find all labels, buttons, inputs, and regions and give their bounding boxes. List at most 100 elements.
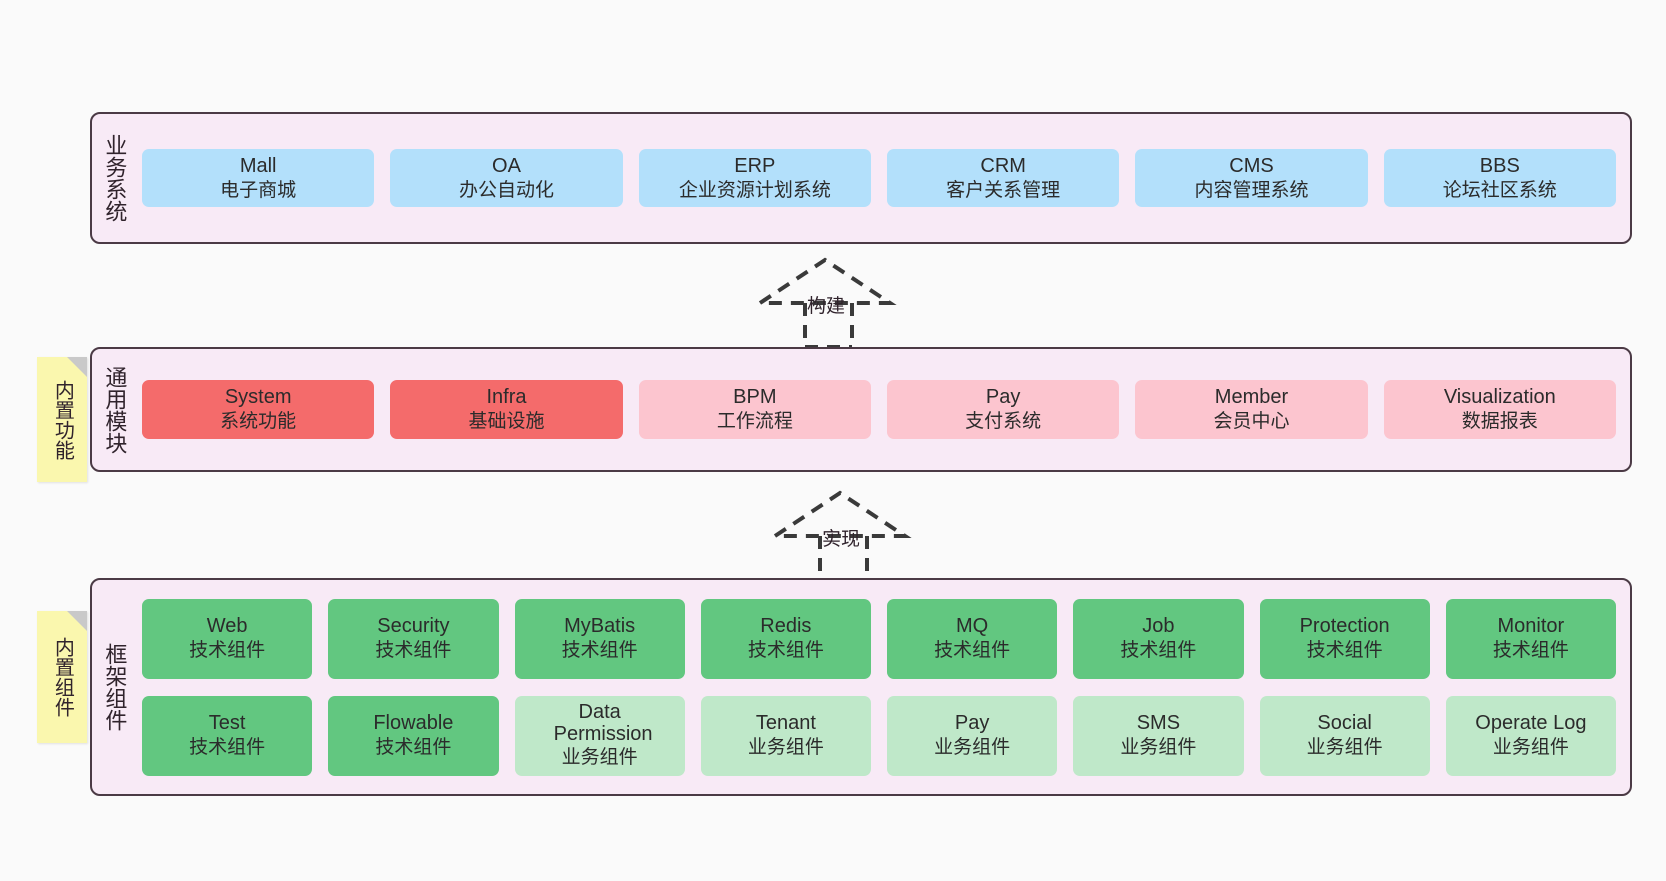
- node-title: OA: [492, 154, 521, 177]
- node-title: Job: [1142, 615, 1175, 638]
- node-title: ERP: [734, 154, 776, 177]
- node-row: Mall 电子商城 OA 办公自动化 ERP 企业资源计划系统 CRM 客户关系…: [142, 148, 1616, 208]
- node-title: Redis: [760, 615, 812, 638]
- node-subtitle: 业务组件: [934, 737, 1011, 759]
- node-subtitle: 技术组件: [747, 640, 824, 662]
- sticky-fold-corner-icon: [67, 357, 87, 377]
- connector-implement-label: 实现: [822, 529, 861, 550]
- node-title: CMS: [1229, 154, 1274, 177]
- node-subtitle: 数据报表: [1461, 411, 1538, 433]
- node-row: Web 技术组件 Security 技术组件 MyBatis 技术组件 Redi…: [142, 598, 1616, 679]
- node-subtitle: 业务组件: [1492, 737, 1569, 759]
- node-security[interactable]: Security 技术组件: [328, 598, 499, 679]
- node-web[interactable]: Web 技术组件: [142, 598, 313, 679]
- node-title: BBS: [1479, 154, 1520, 177]
- node-job[interactable]: Job 技术组件: [1073, 598, 1244, 679]
- node-subtitle: 业务组件: [561, 746, 638, 768]
- sticky-note-text: 内置功能: [51, 379, 74, 460]
- layer-business-system: 业务系统 Mall 电子商城 OA 办公自动化 ERP 企业资源计划系统 CRM…: [90, 112, 1632, 244]
- node-title: Visualization: [1443, 386, 1556, 409]
- node-title: Flowable: [373, 712, 454, 735]
- node-subtitle: 支付系统: [965, 411, 1042, 433]
- node-subtitle: 客户关系管理: [946, 179, 1061, 201]
- node-system[interactable]: System 系统功能: [142, 380, 375, 439]
- node-pay-component[interactable]: Pay 业务组件: [887, 695, 1058, 776]
- node-operate-log[interactable]: Operate Log 业务组件: [1445, 695, 1616, 776]
- connector-build-label: 构建: [807, 296, 846, 317]
- node-redis[interactable]: Redis 技术组件: [700, 598, 871, 679]
- node-subtitle: 论坛社区系统: [1442, 179, 1557, 201]
- node-title: System: [224, 386, 292, 409]
- sticky-note-builtin-component: 内置组件: [37, 611, 87, 743]
- node-title: Member: [1214, 386, 1289, 409]
- node-social[interactable]: Social 业务组件: [1259, 695, 1430, 776]
- node-mall[interactable]: Mall 电子商城: [142, 148, 375, 208]
- layer-label-business-system: 业务系统: [102, 134, 128, 222]
- node-data-permission[interactable]: Data Permission 业务组件: [514, 695, 685, 776]
- layer-common-module: 通用模块 System 系统功能 Infra 基础设施 BPM 工作流程 Pay…: [90, 347, 1632, 472]
- node-title: Security: [377, 615, 450, 638]
- node-subtitle: 技术组件: [934, 640, 1011, 662]
- node-member[interactable]: Member 会员中心: [1135, 380, 1368, 439]
- sticky-note-text: 内置组件: [51, 637, 74, 717]
- node-subtitle: 内容管理系统: [1194, 179, 1309, 201]
- node-subtitle: 技术组件: [189, 640, 266, 662]
- node-row: Test 技术组件 Flowable 技术组件 Data Permission …: [142, 695, 1616, 776]
- node-title: Operate Log: [1475, 712, 1587, 735]
- node-title: Tenant: [755, 712, 816, 735]
- node-subtitle: 业务组件: [747, 737, 824, 759]
- node-title: Test: [208, 712, 246, 735]
- node-title: Web: [206, 615, 248, 638]
- node-subtitle: 技术组件: [375, 640, 452, 662]
- node-title: Infra: [486, 386, 527, 409]
- layer-body-business-system: Mall 电子商城 OA 办公自动化 ERP 企业资源计划系统 CRM 客户关系…: [136, 114, 1630, 242]
- node-bpm[interactable]: BPM 工作流程: [638, 380, 871, 439]
- layer-label-common-module: 通用模块: [102, 365, 128, 454]
- node-title: MyBatis: [564, 615, 636, 638]
- node-row: System 系统功能 Infra 基础设施 BPM 工作流程 Pay 支付系统…: [142, 380, 1616, 439]
- node-subtitle: 基础设施: [468, 411, 545, 433]
- node-title: BPM: [733, 386, 777, 409]
- node-subtitle: 技术组件: [1492, 640, 1569, 662]
- node-subtitle: 电子商城: [220, 179, 297, 201]
- node-title: SMS: [1136, 712, 1181, 735]
- layer-body-common-module: System 系统功能 Infra 基础设施 BPM 工作流程 Pay 支付系统…: [136, 349, 1630, 470]
- node-subtitle: 办公自动化: [458, 179, 554, 201]
- layer-framework-component: 框架组件 Web 技术组件 Security 技术组件 MyBatis 技术组件…: [90, 578, 1632, 796]
- node-erp[interactable]: ERP 企业资源计划系统: [638, 148, 871, 208]
- node-title: MQ: [956, 615, 989, 638]
- node-protection[interactable]: Protection 技术组件: [1259, 598, 1430, 679]
- node-sms[interactable]: SMS 业务组件: [1073, 695, 1244, 776]
- node-infra[interactable]: Infra 基础设施: [390, 380, 623, 439]
- node-subtitle: 业务组件: [1120, 737, 1197, 759]
- generalization-arrow-icon: [768, 490, 912, 582]
- connector-implement: 实现: [768, 488, 920, 583]
- node-test[interactable]: Test 技术组件: [142, 695, 313, 776]
- node-title: Data Permission: [553, 700, 653, 746]
- node-flowable[interactable]: Flowable 技术组件: [328, 695, 499, 776]
- node-monitor[interactable]: Monitor 技术组件: [1445, 598, 1616, 679]
- node-cms[interactable]: CMS 内容管理系统: [1135, 148, 1368, 208]
- node-title: Protection: [1299, 615, 1390, 638]
- node-title: Monitor: [1497, 615, 1565, 638]
- node-subtitle: 系统功能: [220, 411, 297, 433]
- node-crm[interactable]: CRM 客户关系管理: [886, 148, 1120, 208]
- node-title: Pay: [985, 386, 1021, 409]
- node-visualization[interactable]: Visualization 数据报表: [1383, 380, 1616, 439]
- layer-label-framework-component: 框架组件: [102, 643, 128, 731]
- node-subtitle: 技术组件: [561, 640, 638, 662]
- node-subtitle: 企业资源计划系统: [678, 179, 831, 201]
- node-mq[interactable]: MQ 技术组件: [887, 598, 1058, 679]
- node-mybatis[interactable]: MyBatis 技术组件: [514, 598, 685, 679]
- node-oa[interactable]: OA 办公自动化: [390, 148, 623, 208]
- node-title: Social: [1317, 712, 1372, 735]
- node-tenant[interactable]: Tenant 业务组件: [700, 695, 871, 776]
- sticky-note-builtin-feature: 内置功能: [37, 357, 87, 482]
- node-bbs[interactable]: BBS 论坛社区系统: [1383, 148, 1616, 208]
- node-title: Pay: [954, 712, 990, 735]
- node-title: CRM: [980, 154, 1026, 177]
- node-subtitle: 技术组件: [189, 737, 266, 759]
- node-subtitle: 会员中心: [1213, 411, 1290, 433]
- node-pay[interactable]: Pay 支付系统: [886, 380, 1120, 439]
